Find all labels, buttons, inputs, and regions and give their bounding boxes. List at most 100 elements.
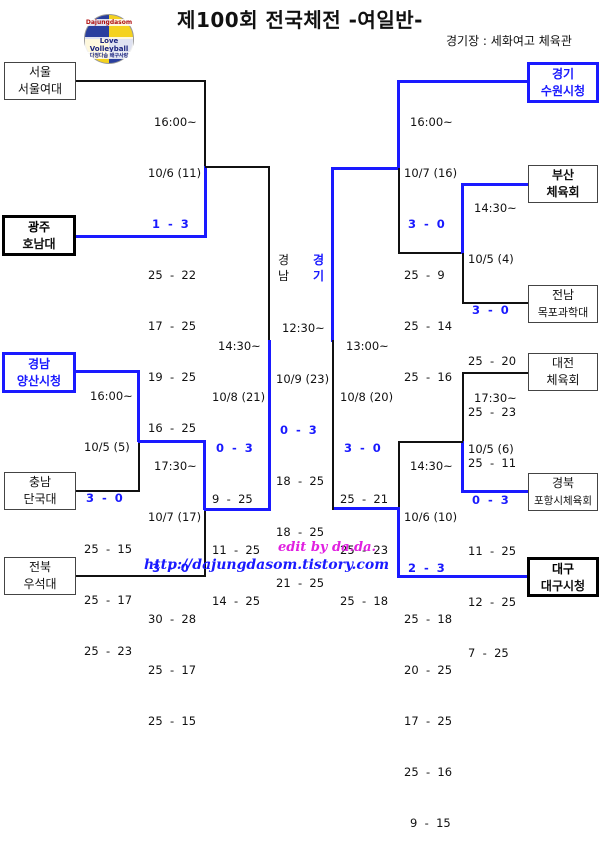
bracket-line — [462, 253, 464, 303]
team-name: 호남대 — [22, 237, 56, 251]
bracket-line — [74, 80, 205, 82]
team-busan[interactable]: 부산 체육회 — [528, 165, 598, 203]
team-region: 경북 — [551, 476, 575, 490]
match-score-m9: 14:30~ 10/6 (10) 2 - 3 25 - 18 20 - 25 1… — [404, 424, 457, 849]
set-score: 7 - 25 — [468, 646, 509, 660]
bracket-line-winner — [203, 440, 206, 510]
bracket-line-winner — [397, 80, 530, 83]
match-time: 17:30~ — [154, 459, 197, 473]
match-time: 16:00~ — [154, 115, 197, 129]
team-jeonbuk[interactable]: 전북 우석대 — [4, 557, 76, 595]
set-score: 21 - 25 — [276, 576, 325, 590]
bracket-line-winner — [397, 575, 530, 578]
set-score: 25 - 23 — [340, 543, 389, 557]
match-date: 10/7 (17) — [148, 510, 202, 524]
match-result: 0 - 3 — [472, 493, 509, 507]
match-result: 3 - 0 — [86, 491, 123, 505]
logo: Dajungdasom Love Volleyball 다정다솜 배구사랑 — [84, 14, 134, 64]
set-score: 9 - 25 — [212, 492, 253, 506]
bracket-line — [332, 340, 334, 510]
match-time: 16:00~ — [90, 389, 133, 403]
match-time: 13:00~ — [346, 339, 389, 353]
set-score: 25 - 17 — [84, 593, 133, 607]
bracket-line — [74, 490, 140, 492]
set-score: 25 - 18 — [404, 612, 453, 626]
match-time: 12:30~ — [282, 321, 325, 335]
source-url-link[interactable]: http://dajungdasom.tistory.com — [144, 557, 390, 573]
set-score: 9 - 15 — [410, 816, 451, 830]
team-gyeonggi[interactable]: 경기 수원시청 — [527, 62, 599, 103]
match-date: 10/9 (23) — [276, 372, 330, 386]
match-date: 10/8 (21) — [212, 390, 266, 404]
team-name: 단국대 — [23, 492, 57, 506]
set-score: 25 - 23 — [468, 405, 517, 419]
match-score-m5: 13:00~ 10/8 (20) 3 - 0 25 - 21 25 - 23 2… — [340, 304, 393, 627]
set-score: 11 - 25 — [212, 543, 261, 557]
bracket-line-winner — [461, 441, 464, 493]
logo-bot-text: 다정다솜 배구사랑 — [85, 52, 133, 59]
team-daegu[interactable]: 대구 대구시청 — [527, 557, 599, 597]
match-score-m4: 14:30~ 10/8 (21) 0 - 3 9 - 25 11 - 25 14… — [212, 304, 265, 627]
set-score: 12 - 25 — [468, 595, 517, 609]
team-name: 양산시청 — [16, 374, 62, 388]
set-score: 25 - 15 — [84, 542, 133, 556]
team-daejeon[interactable]: 대전 체육회 — [528, 353, 598, 391]
match-time: 14:30~ — [474, 201, 517, 215]
team-name: 목포과학대 — [537, 306, 589, 319]
set-score: 25 - 23 — [84, 644, 133, 658]
match-date: 10/5 (6) — [468, 442, 514, 456]
team-seoul[interactable]: 서울 서울여대 — [4, 62, 76, 100]
set-score: 16 - 25 — [148, 421, 197, 435]
team-gyeongnam[interactable]: 경남 양산시청 — [2, 352, 76, 393]
match-result: 3 - 0 — [152, 561, 189, 575]
match-score-m3: 17:30~ 10/7 (17) 3 - 0 30 - 28 25 - 17 2… — [148, 424, 201, 747]
final-label-left-top: 경 — [278, 253, 290, 267]
bracket-line — [204, 80, 206, 168]
team-name: 체육회 — [546, 185, 580, 199]
credit-text: edit by da.da. — [278, 540, 377, 555]
match-date: 10/5 (4) — [468, 252, 514, 266]
team-gyeongbuk[interactable]: 경북 포항시체육회 — [528, 473, 598, 511]
match-score-m2: 16:00~ 10/5 (5) 3 - 0 25 - 15 25 - 17 25… — [84, 354, 133, 677]
match-time: 16:00~ — [410, 115, 453, 129]
team-name: 포항시체육회 — [534, 495, 592, 507]
team-region: 경남 — [27, 357, 51, 371]
team-name: 서울여대 — [17, 82, 63, 96]
match-result: 3 - 0 — [344, 441, 381, 455]
bracket-line — [398, 252, 462, 254]
set-score: 30 - 28 — [148, 612, 197, 626]
bracket-line-winner — [332, 507, 400, 510]
team-name: 대구시청 — [540, 579, 586, 593]
team-chungnam[interactable]: 충남 단국대 — [4, 472, 76, 510]
match-time: 17:30~ — [474, 391, 517, 405]
set-score: 14 - 25 — [212, 594, 261, 608]
match-date: 10/5 (5) — [84, 440, 130, 454]
match-result: 3 - 0 — [408, 217, 445, 231]
team-jeonnam[interactable]: 전남 목포과학대 — [528, 285, 598, 323]
team-region: 전북 — [28, 560, 52, 574]
bracket-line — [398, 168, 400, 253]
bracket-line-winner — [268, 340, 271, 511]
match-score-m7: 14:30~ 10/5 (4) 3 - 0 25 - 20 25 - 23 25… — [468, 166, 517, 489]
set-score: 25 - 22 — [148, 268, 197, 282]
set-score: 25 - 15 — [148, 714, 197, 728]
final-label-right-top: 경 — [313, 253, 325, 267]
bracket-line-winner — [397, 80, 400, 170]
team-region: 대구 — [551, 562, 575, 576]
match-result: 1 - 3 — [152, 217, 189, 231]
bracket-line — [74, 575, 206, 577]
match-score-final: 12:30~ 10/9 (23) 0 - 3 18 - 25 18 - 25 2… — [276, 286, 329, 609]
bracket-line-winner — [204, 508, 270, 511]
bracket-line-winner — [461, 183, 464, 254]
match-result: 0 - 3 — [280, 423, 317, 437]
bracket-line — [398, 441, 463, 443]
bracket-line — [462, 372, 464, 442]
page-title: 제100회 전국체전 -여일반- — [177, 8, 423, 32]
team-name: 수원시청 — [540, 84, 586, 98]
match-date: 10/8 (20) — [340, 390, 394, 404]
team-gwangju[interactable]: 광주 호남대 — [2, 215, 76, 256]
venue-label: 경기장 : 세화여고 체육관 — [446, 34, 572, 48]
bracket-line — [205, 166, 269, 168]
set-score: 11 - 25 — [468, 544, 517, 558]
set-score: 18 - 25 — [276, 474, 325, 488]
